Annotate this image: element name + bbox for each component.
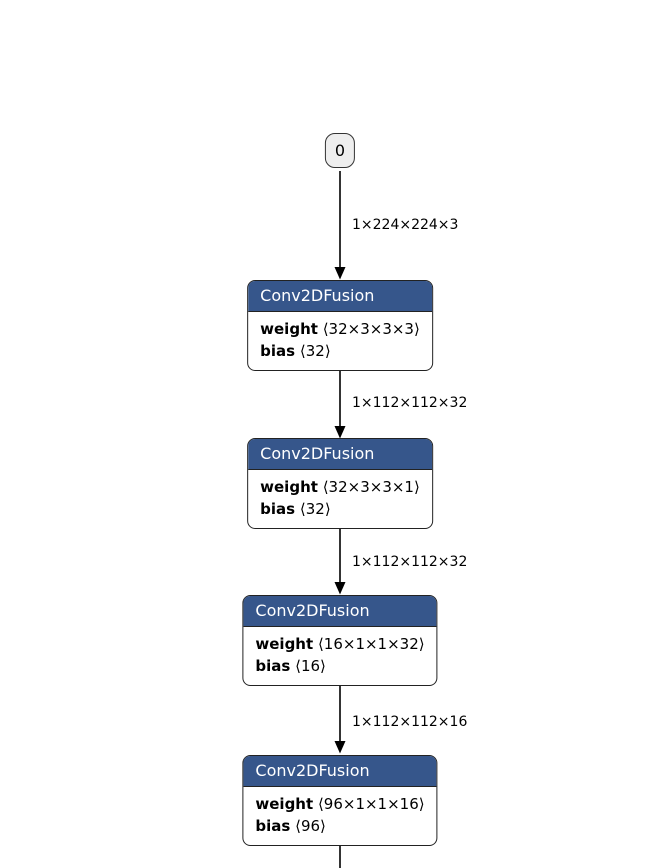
edge-shape-label[interactable]: 1×112×112×16 — [352, 714, 468, 730]
graph-node-conv2dfusion-2[interactable]: Conv2DFusion weight ⟨32×3×3×1⟩ bias ⟨32⟩ — [247, 438, 433, 529]
node-attribute-weight: weight ⟨96×1×1×16⟩ — [255, 793, 424, 815]
node-attribute-bias: bias ⟨96⟩ — [255, 815, 424, 837]
attribute-value: ⟨32×3×3×1⟩ — [322, 478, 420, 496]
node-attributes: weight ⟨32×3×3×1⟩ bias ⟨32⟩ — [248, 470, 432, 528]
node-attribute-bias: bias ⟨16⟩ — [255, 655, 424, 677]
edge-arrow-icon — [334, 741, 346, 754]
attribute-value: ⟨96⟩ — [295, 817, 326, 835]
attribute-value: ⟨32⟩ — [299, 500, 331, 518]
node-type-header[interactable]: Conv2DFusion — [248, 439, 432, 470]
attribute-value: ⟨32⟩ — [299, 342, 331, 360]
node-attribute-weight: weight ⟨16×1×1×32⟩ — [255, 633, 424, 655]
node-attribute-weight: weight ⟨32×3×3×1⟩ — [260, 476, 420, 498]
edge-shape-label[interactable]: 1×224×224×3 — [352, 217, 459, 233]
node-attribute-bias: bias ⟨32⟩ — [260, 498, 420, 520]
node-attributes: weight ⟨96×1×1×16⟩ bias ⟨96⟩ — [243, 787, 436, 845]
graph-node-conv2dfusion-3[interactable]: Conv2DFusion weight ⟨16×1×1×32⟩ bias ⟨16… — [242, 595, 438, 686]
edge-arrow-icon — [334, 426, 346, 439]
edge-shape-label[interactable]: 1×112×112×32 — [352, 554, 468, 570]
attribute-name: bias — [260, 342, 296, 360]
attribute-name: bias — [260, 500, 296, 518]
attribute-name: weight — [255, 635, 314, 653]
attribute-value: ⟨16⟩ — [295, 657, 326, 675]
graph-node-conv2dfusion-4[interactable]: Conv2DFusion weight ⟨96×1×1×16⟩ bias ⟨96… — [242, 755, 438, 846]
attribute-name: weight — [255, 795, 314, 813]
attribute-value: ⟨96×1×1×16⟩ — [317, 795, 425, 813]
attribute-name: bias — [255, 657, 291, 675]
node-type-header[interactable]: Conv2DFusion — [243, 756, 437, 787]
attribute-name: weight — [260, 478, 318, 496]
node-attribute-weight: weight ⟨32×3×3×3⟩ — [260, 318, 420, 340]
graph-node-conv2dfusion-1[interactable]: Conv2DFusion weight ⟨32×3×3×3⟩ bias ⟨32⟩ — [247, 280, 433, 371]
edge-arrow-icon — [334, 267, 346, 280]
edge-shape-label[interactable]: 1×112×112×32 — [352, 395, 468, 411]
attribute-value: ⟨16×1×1×32⟩ — [317, 635, 425, 653]
attribute-name: weight — [260, 320, 318, 338]
edge-arrow-icon — [334, 582, 346, 595]
node-attribute-bias: bias ⟨32⟩ — [260, 340, 420, 362]
attribute-value: ⟨32×3×3×3⟩ — [322, 320, 420, 338]
attribute-name: bias — [255, 817, 291, 835]
input-node-0[interactable]: 0 — [324, 133, 356, 168]
node-type-header[interactable]: Conv2DFusion — [248, 281, 432, 312]
node-attributes: weight ⟨16×1×1×32⟩ bias ⟨16⟩ — [243, 627, 436, 685]
node-type-header[interactable]: Conv2DFusion — [243, 596, 437, 627]
node-attributes: weight ⟨32×3×3×3⟩ bias ⟨32⟩ — [248, 312, 432, 370]
